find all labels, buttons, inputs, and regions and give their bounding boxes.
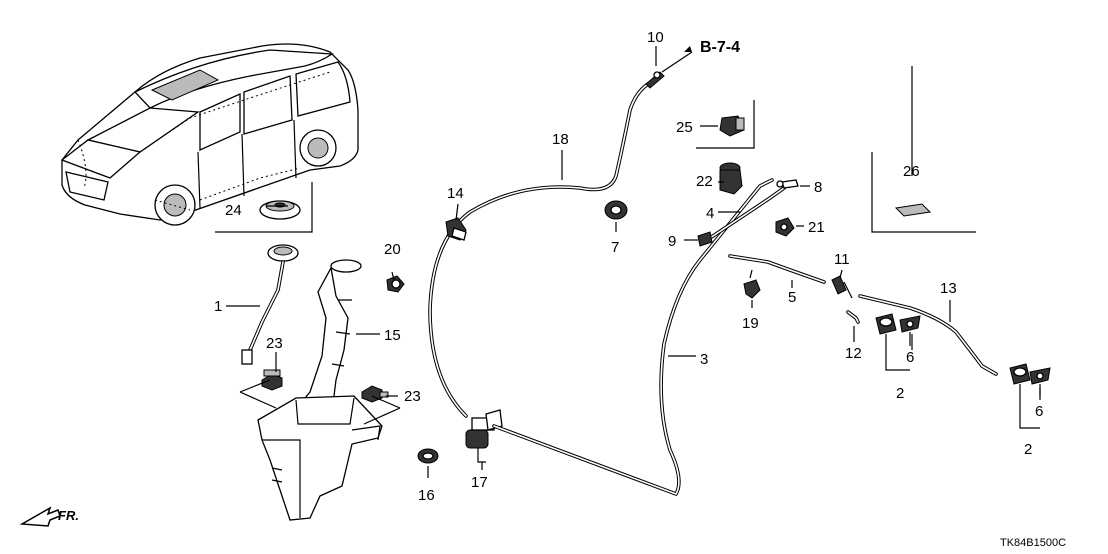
label-7: 7: [611, 239, 619, 256]
part-6-clip-left: [899, 315, 921, 333]
front-marker-text: FR.: [58, 508, 79, 523]
group-frame-26: [871, 152, 976, 233]
part-6-clip-right: [1029, 367, 1051, 385]
label-25: 25: [676, 119, 693, 136]
part-22-check-valve: [719, 162, 743, 195]
label-18: 18: [552, 131, 569, 148]
part-23-bolt-right: [361, 385, 389, 403]
part-26-label: [894, 203, 932, 217]
label-17: 17: [471, 474, 488, 491]
part-2-nozzle-left: [875, 313, 897, 335]
washer-tank: [257, 395, 383, 521]
label-22: 22: [696, 173, 713, 190]
part-17-washer-pump: [465, 409, 503, 463]
part-24-cap: [259, 200, 301, 220]
label-2-left: 2: [896, 385, 904, 402]
reference-b-7-4[interactable]: B-7-4: [700, 39, 740, 56]
label-24: 24: [225, 202, 242, 219]
label-6-left: 6: [906, 349, 914, 366]
label-15: 15: [384, 327, 401, 344]
part-16-grommet: [417, 448, 439, 464]
label-21: 21: [808, 219, 825, 236]
diagram-code: TK84B1500C: [1000, 537, 1066, 549]
part-20-clip: [386, 275, 405, 293]
label-26: 26: [903, 163, 920, 180]
label-13: 13: [940, 280, 957, 297]
part-19-clip: [743, 269, 761, 299]
label-19: 19: [742, 315, 759, 332]
label-8: 8: [814, 179, 822, 196]
label-12: 12: [845, 345, 862, 362]
label-10: 10: [647, 29, 664, 46]
vehicle-minivan-illustration: [60, 43, 359, 226]
label-11: 11: [834, 251, 850, 268]
part-1-level-sensor: [241, 244, 299, 365]
label-23-right: 23: [404, 388, 421, 405]
label-14: 14: [447, 185, 464, 202]
label-3: 3: [700, 351, 708, 368]
label-20: 20: [384, 241, 401, 258]
label-5: 5: [788, 289, 796, 306]
group-frame-25: [696, 100, 755, 149]
part-10-joint: [645, 71, 665, 89]
label-4: 4: [706, 205, 714, 222]
part-11-joint: [831, 275, 853, 299]
part-7-grommet: [604, 200, 628, 220]
part-14-clip: [445, 217, 467, 241]
label-2-right: 2: [1024, 441, 1032, 458]
label-6-right: 6: [1035, 403, 1043, 420]
part-8-connector: [776, 179, 799, 189]
label-23-left: 23: [266, 335, 283, 352]
part-21-clip: [775, 217, 795, 237]
label-16: 16: [418, 487, 435, 504]
part-5-hose: [728, 254, 826, 284]
front-direction-arrow: FR.: [19, 506, 79, 527]
part-2-nozzle-right: [1009, 363, 1031, 385]
part-13-hose: [858, 294, 998, 376]
part-25-connector: [719, 115, 745, 137]
part-3-hose: [492, 178, 774, 496]
label-9: 9: [668, 233, 676, 250]
part-9-joint: [697, 231, 713, 247]
part-15-filler-neck: [287, 259, 362, 431]
leader-lines: [226, 46, 1041, 478]
label-1: 1: [214, 298, 222, 315]
part-23-bolt-left: [261, 369, 283, 391]
